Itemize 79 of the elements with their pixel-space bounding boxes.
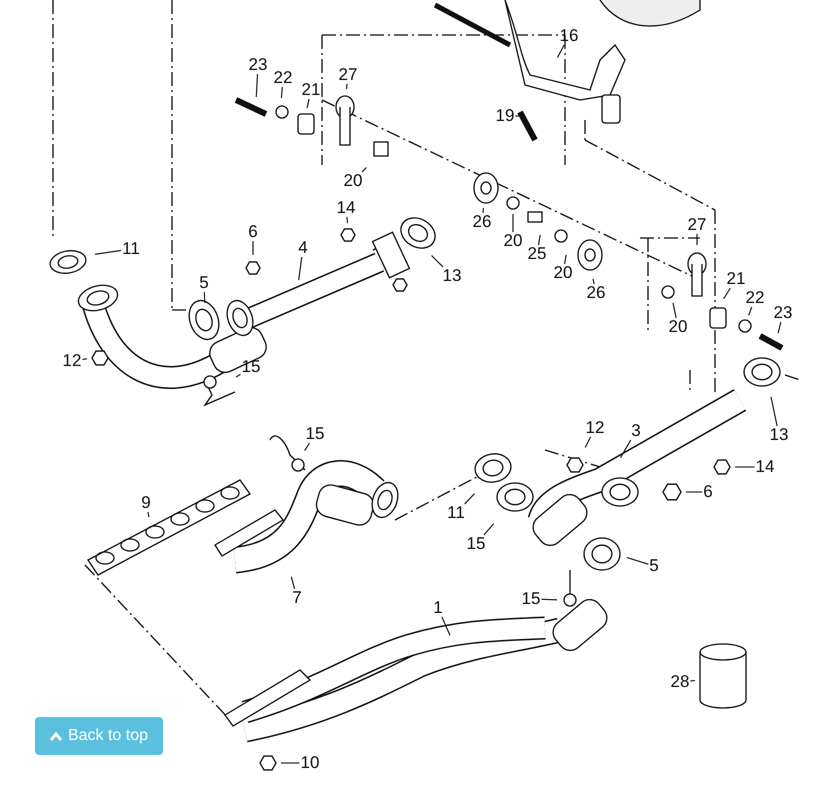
leader-line (346, 216, 348, 224)
back-to-top-button: Back to top (35, 717, 163, 755)
callout-number: 12 (62, 352, 82, 370)
leader-line (441, 616, 450, 636)
callout-number: 7 (291, 589, 303, 607)
callout-number: 14 (336, 199, 356, 217)
leader-line (281, 762, 300, 764)
leader-line (672, 302, 677, 318)
callout-number: 19 (494, 107, 516, 125)
callout-number: 3 (630, 422, 642, 440)
callout-number: 1 (432, 599, 444, 617)
leader-line (512, 214, 514, 232)
leader-line (483, 523, 494, 536)
callout-number: 6 (247, 223, 259, 241)
leader-line (304, 442, 310, 452)
leader-line (748, 306, 752, 316)
leader-line (306, 98, 310, 108)
leader-line (778, 322, 782, 334)
leader-line (94, 250, 122, 255)
leader-line (236, 374, 241, 378)
callout-number: 26 (472, 213, 492, 231)
callout-number: 20 (342, 172, 364, 190)
callout-number: 20 (552, 264, 574, 282)
leader-line (280, 86, 283, 98)
leader-line (556, 44, 565, 58)
callout-number: 14 (754, 458, 776, 476)
callout-number: 4 (297, 239, 309, 257)
leader-line (564, 254, 567, 264)
callout-number: 15 (240, 358, 262, 376)
callout-number: 10 (300, 754, 320, 772)
callout-number: 5 (198, 274, 210, 292)
leader-line (346, 84, 348, 90)
leader-line (620, 440, 632, 458)
callout-number: 28 (670, 673, 690, 691)
leader-line (252, 241, 254, 255)
leader-line (204, 292, 206, 304)
leader-line (592, 278, 595, 284)
leader-line (256, 74, 258, 98)
leader-line (770, 396, 778, 426)
leader-line (690, 680, 696, 682)
leader-line (541, 598, 558, 600)
callout-number: 21 (726, 270, 746, 288)
leader-line (482, 208, 484, 214)
leader-line (735, 466, 755, 468)
callout-number: 9 (140, 494, 152, 512)
leader-line (147, 512, 150, 518)
callout-number: 15 (520, 590, 542, 608)
leader-line (464, 493, 475, 504)
leader-line (82, 358, 88, 360)
callout-number: 23 (248, 56, 268, 74)
callout-number: 22 (744, 289, 766, 307)
callout-number: 15 (466, 535, 486, 553)
callout-number: 20 (502, 232, 524, 250)
callout-number: 6 (702, 483, 714, 501)
callout-number: 13 (768, 426, 790, 444)
callout-number: 15 (304, 425, 326, 443)
leader-line (696, 234, 698, 245)
callout-number: 25 (526, 245, 548, 263)
callout-number: 27 (686, 216, 708, 234)
leader-line (431, 255, 444, 268)
leader-line (723, 288, 731, 300)
callout-number: 20 (668, 318, 688, 336)
callout-number: 23 (772, 304, 794, 322)
leader-line (538, 234, 541, 246)
callout-number: 13 (442, 267, 462, 285)
callout-number: 22 (272, 69, 294, 87)
leader-line (584, 436, 591, 448)
leader-line (626, 556, 648, 565)
callout-number: 5 (648, 557, 660, 575)
leader-line (298, 256, 302, 280)
leader-line (362, 167, 367, 172)
callout-number: 11 (446, 504, 466, 522)
leader-line (686, 491, 702, 493)
leader-line (290, 576, 296, 590)
callout-number: 12 (584, 419, 606, 437)
callout-number: 21 (300, 81, 322, 99)
callout-number: 26 (586, 284, 606, 302)
callout-number: 11 (121, 240, 141, 258)
callout-number: 27 (338, 66, 358, 84)
